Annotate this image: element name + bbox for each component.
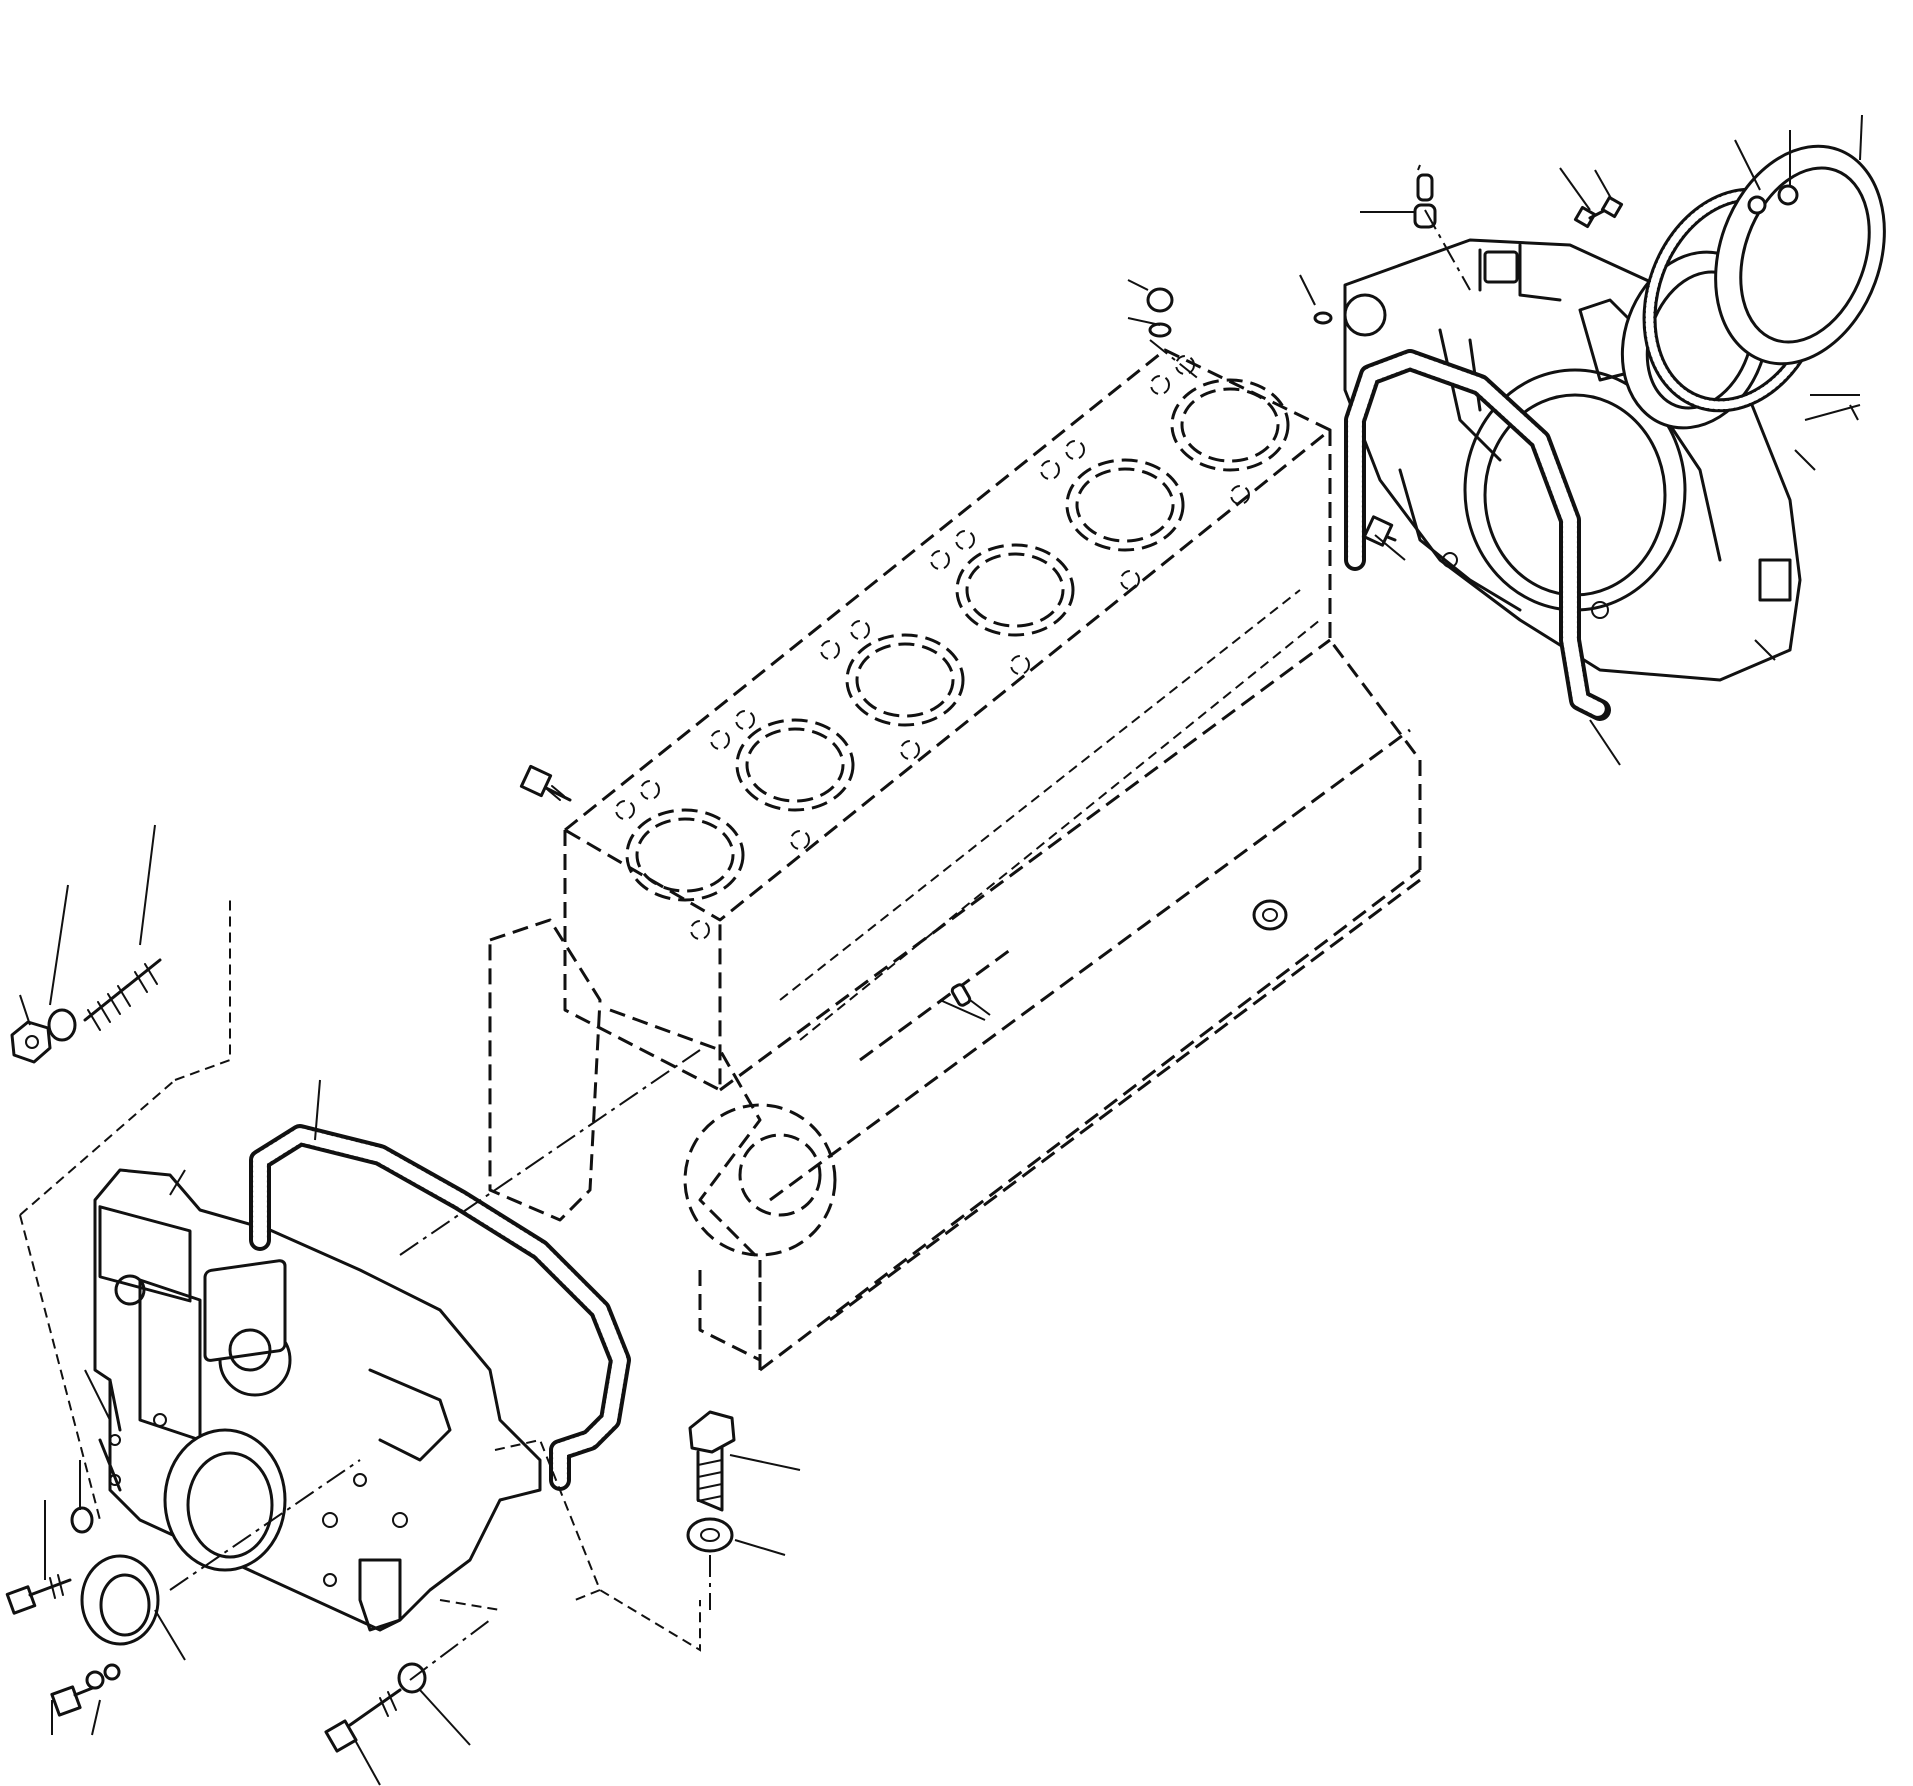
- timing-gear-cover: [93, 1168, 542, 1632]
- block-plug: [1252, 899, 1288, 931]
- cover-bolts: [5, 1506, 427, 1753]
- front-crank-seal: [80, 1554, 160, 1646]
- rear-seal-retainer: [1620, 144, 1886, 430]
- front-cover-gasket: [249, 1124, 631, 1491]
- front-plate-outline: [488, 918, 837, 1370]
- assembly-centerlines: [19, 339, 1201, 1681]
- leader-lines: [19, 114, 1863, 1786]
- cylinder-block-outline: [563, 348, 1422, 1372]
- head-bolt-holes: [615, 355, 1250, 940]
- rear-housing-gasket: [1344, 349, 1611, 721]
- cylinder-bores: [625, 378, 1290, 902]
- block-bolt: [519, 764, 572, 802]
- stud-nut-washer: [10, 958, 162, 1064]
- large-bolt-washer: [686, 1410, 736, 1553]
- dowel-pin: [950, 983, 991, 1016]
